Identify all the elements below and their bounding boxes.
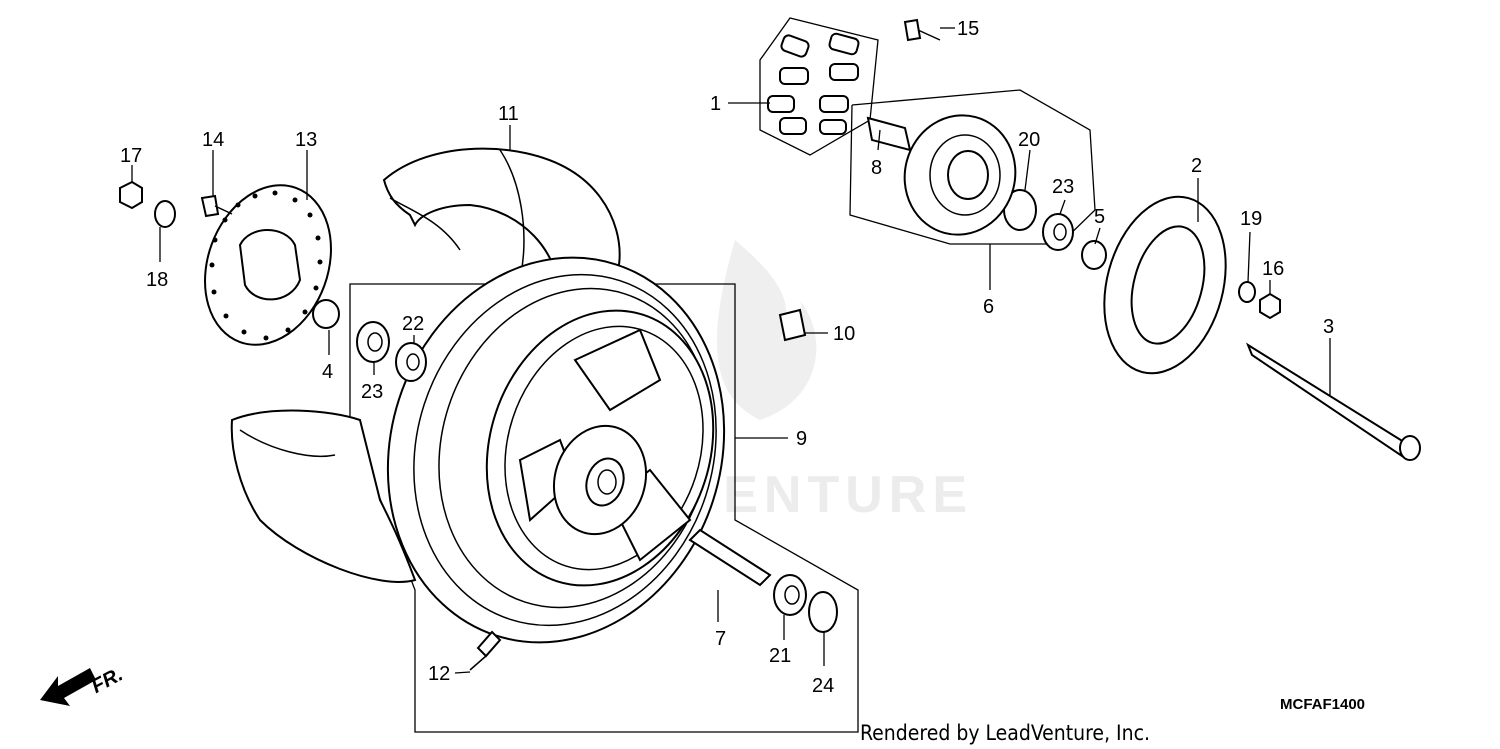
damper-set [767, 32, 860, 135]
credit-text: Rendered by LeadVenture, Inc. [860, 721, 1150, 745]
callout-11: 11 [498, 103, 519, 125]
callout-2: 2 [1191, 155, 1202, 177]
sprocket [1103, 195, 1227, 375]
hardware [119, 18, 1421, 671]
callout-22: 22 [402, 313, 424, 335]
callout-7: 7 [715, 628, 726, 650]
callout-18: 18 [146, 269, 168, 291]
callout-19: 19 [1240, 208, 1262, 230]
callout-21: 21 [769, 645, 791, 667]
callout-6: 6 [983, 296, 994, 318]
callout-13: 13 [295, 129, 317, 151]
assembly-outlines [349, 17, 1096, 733]
hub [903, 114, 1017, 236]
callout-14: 14 [202, 129, 224, 151]
front-direction-arrow: FR. [40, 663, 127, 706]
callout-8: 8 [871, 157, 882, 179]
direction-label: FR. [88, 663, 127, 698]
callout-4: 4 [322, 361, 333, 383]
diagram-code: MCFAF1400 [1280, 696, 1365, 713]
callout-5: 5 [1094, 206, 1105, 228]
leader-lines [131, 27, 1331, 674]
callout-15: 15 [957, 18, 979, 40]
rim [386, 256, 726, 644]
callout-16: 16 [1262, 258, 1284, 280]
callout-17: 17 [120, 145, 142, 167]
callout-23-left: 23 [361, 381, 383, 403]
callout-3: 3 [1323, 316, 1334, 338]
callout-1: 1 [710, 93, 721, 115]
callout-24: 24 [812, 675, 834, 697]
brake-disc [204, 184, 332, 346]
callout-10: 10 [833, 323, 855, 345]
callout-20: 20 [1018, 129, 1040, 151]
callout-labels: 1 2 3 4 5 6 7 8 9 10 11 12 13 14 15 16 1… [120, 18, 1334, 697]
callout-12: 12 [428, 663, 450, 685]
callout-23-right: 23 [1052, 176, 1074, 198]
callout-9: 9 [796, 428, 807, 450]
